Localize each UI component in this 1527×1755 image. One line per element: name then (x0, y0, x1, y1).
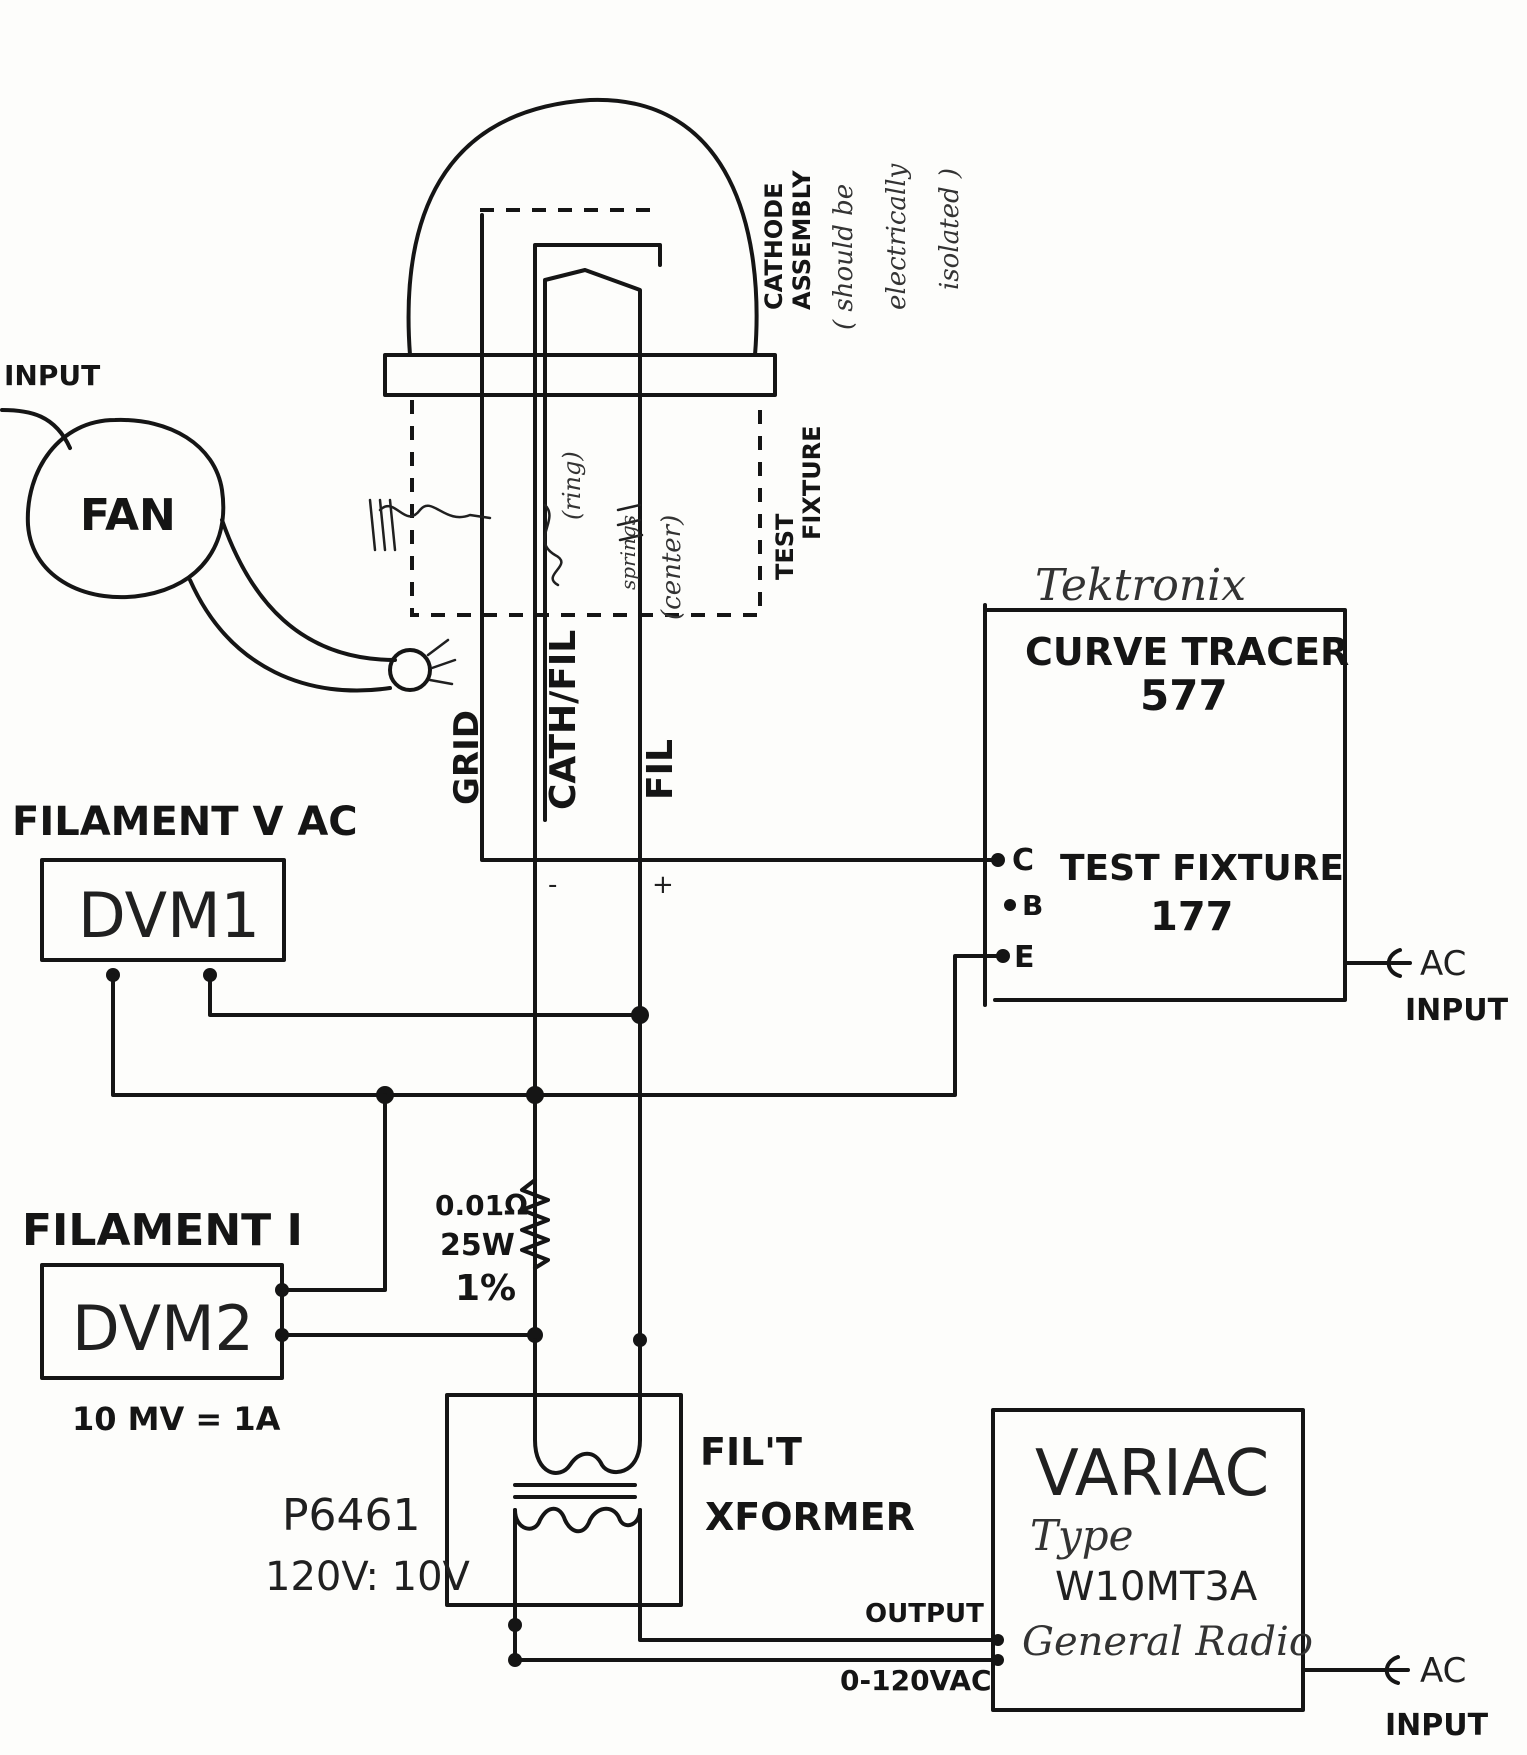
center-label: (center) (657, 515, 687, 620)
plug-icon-1 (1386, 948, 1412, 978)
isolation-note-2: electrically (882, 163, 912, 310)
terminal-c (991, 853, 1005, 867)
isolation-note-1: ( should be (829, 184, 859, 330)
tektronix-label: Tektronix (1035, 560, 1246, 611)
filament-wire (543, 268, 642, 1342)
test-fixture-label-1: TEST (771, 513, 799, 580)
variac-wiring (508, 1618, 1410, 1685)
grid-spring-coil (368, 498, 397, 552)
curve-tracer-box (983, 608, 1347, 1002)
shunt-value-label: 0.01Ω (435, 1189, 528, 1222)
variac-maker-label: General Radio (1022, 1619, 1313, 1665)
dvm2-label: DVM2 (72, 1292, 254, 1365)
shunt-resistor (520, 1178, 550, 1270)
xformer-label-1: FIL'T (700, 1430, 802, 1474)
fan-input-cord (0, 408, 72, 450)
fan-duct-outer (188, 578, 392, 693)
grid-label: GRID (447, 710, 487, 805)
variac-type-label: Type (1030, 1511, 1133, 1560)
airflow-icon (426, 638, 457, 686)
secondary-winding (533, 1338, 642, 1475)
ac-input-2-label: AC (1420, 1651, 1466, 1691)
output-label: OUTPUT (865, 1599, 984, 1629)
test-fixture-outline (410, 400, 762, 617)
ac-input-1-label-2: INPUT (1405, 993, 1509, 1028)
xformer-part-label: P6461 (282, 1490, 421, 1541)
filament-transformer (445, 1338, 683, 1627)
cath-fil-label: CATH/FIL (543, 630, 584, 810)
dvm2-box (40, 1263, 284, 1380)
plus-label: + (652, 870, 674, 900)
minus-label: - (548, 870, 557, 900)
ring-label: (ring) (558, 451, 586, 520)
variac-box (991, 1408, 1305, 1712)
springs-label: springs (616, 515, 640, 590)
fan (0, 408, 457, 693)
transformer-box (445, 1393, 683, 1607)
primary-leads (513, 1508, 642, 1627)
cathode-assembly (368, 97, 1000, 1342)
fan-duct-inner (220, 518, 397, 662)
filament-vac-label: FILAMENT V AC (12, 799, 358, 845)
xformer-label-2: XFORMER (705, 1495, 915, 1539)
dvm1-label: DVM1 (78, 879, 260, 952)
primary-winding (513, 1506, 642, 1534)
fan-nozzle (388, 648, 432, 692)
test-fixture-177-model: 177 (1150, 894, 1234, 940)
terminal-e (996, 949, 1010, 963)
isolation-note-3: isolated ) (935, 168, 965, 290)
xformer-ratio-label: 120V: 10V (265, 1554, 471, 1600)
ac-input-1-label: AC (1420, 944, 1466, 984)
terminal-c-label: C (1012, 843, 1034, 878)
fil-label: FIL (640, 739, 681, 800)
transformer-core (513, 1483, 637, 1499)
curve-tracer (983, 603, 1412, 1007)
terminal-b-label: B (1022, 889, 1043, 922)
fan-input-label: INPUT (4, 359, 100, 392)
plug-icon-2 (1384, 1655, 1410, 1685)
shunt-power-label: 25W (440, 1228, 515, 1263)
dvm2-wiring (275, 1093, 647, 1347)
glass-dome (406, 97, 759, 357)
fixture-flange (383, 353, 777, 397)
dvm1-wiring (106, 954, 1000, 1104)
cathode-assembly-label-1: CATHODE (760, 183, 788, 311)
test-fixture-177-title: TEST FIXTURE (1060, 848, 1344, 889)
variac-label: VARIAC (1035, 1437, 1269, 1511)
cathode-assembly-label-2: ASSEMBLY (788, 170, 816, 310)
dvm1-box (40, 858, 286, 962)
test-fixture-label-2: FIXTURE (798, 425, 826, 540)
dvm2-scale-label: 10 MV = 1A (72, 1400, 281, 1438)
terminal-b (1004, 899, 1016, 911)
center-spring (616, 503, 644, 542)
ring-spring (543, 503, 563, 587)
fan-label: FAN (80, 490, 176, 541)
terminal-e-label: E (1014, 940, 1035, 975)
grid-wire (480, 213, 1000, 862)
curve-tracer-title: CURVE TRACER (1025, 630, 1349, 674)
fan-body (25, 417, 226, 600)
filament-i-label: FILAMENT I (22, 1205, 303, 1256)
variac-model-label: W10MT3A (1055, 1564, 1258, 1610)
curve-tracer-model: 577 (1140, 671, 1228, 720)
ac-input-2-label-2: INPUT (1385, 1708, 1489, 1743)
grid-spring (378, 504, 492, 520)
cathode-wire (533, 243, 662, 1342)
output-range-label: 0-120VAC (840, 1664, 992, 1697)
shunt-tolerance-label: 1% (455, 1268, 516, 1309)
